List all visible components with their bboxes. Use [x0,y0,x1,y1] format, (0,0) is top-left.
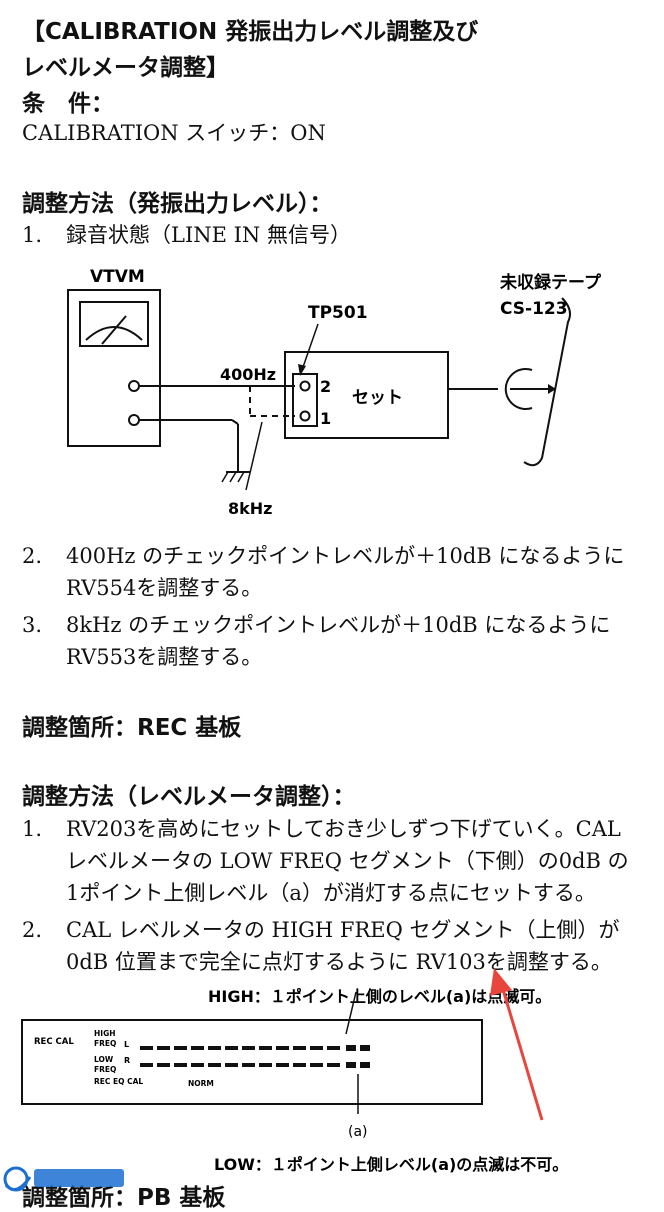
rec-cal-label: REC CAL [34,1037,74,1047]
tape-icon [523,297,571,467]
method2-step-1-line-2: レベルメータの LOW FREQ セグメント（下側）の0dB の [66,849,629,873]
vtvm-connection-diagram: VTVM 400Hz 8kHz TP501 2 1 セット [67,267,602,518]
label-8khz: 8kHz [228,499,272,518]
step-text-line-1: 8kHz のチェックポイントレベルが＋10dB になるように [66,613,611,637]
meter-needle [101,315,127,345]
method1-heading: 調整方法（発振出力レベル）： [22,191,333,217]
meter-segment [242,1063,255,1067]
meter-segment [191,1063,204,1067]
channel-r-label: R [124,1056,130,1065]
method2-step-2: 2. CAL レベルメータの HIGH FREQ セグメント（上側）が [22,914,620,944]
step-number: 2. [22,544,43,568]
label-400hz: 400Hz [220,365,276,384]
meter-segment-peak [346,1062,356,1068]
tape-label-line-2: CS-123 [500,299,568,319]
meter-segment [140,1046,153,1050]
arrow-head [490,968,512,996]
level-meter-diagram: HIGH：１ポイント上側のレベル(a)は点滅可。 REC CAL HIGH FR… [21,987,568,1174]
step-text-line-1: CAL レベルメータの HIGH FREQ セグメント（上側）が [66,918,620,942]
meter-segment [157,1063,170,1067]
meter-segment [259,1063,272,1067]
method2-step-1: 1. RV203を高めにセットしておき少しずつ下げていく。CAL [22,813,621,843]
test-point-block [292,373,318,427]
method1-step-2-line-2: RV554を調整する。 [66,576,263,600]
tape-head-icon [504,368,533,410]
meter-segment-peak [360,1045,370,1051]
step-text-line-1: 400Hz のチェックポイントレベルが＋10dB になるように [66,544,625,568]
vtvm-terminal-bottom [128,414,140,426]
step-number: 1. [22,223,43,247]
meter-segment [208,1046,221,1050]
rec-eq-cal-label: REC EQ CAL [94,1077,143,1086]
meter-segment [276,1046,289,1050]
arrow-line [500,985,544,1121]
high-note: HIGH：１ポイント上側のレベル(a)は点滅可。 [208,987,551,1006]
high-label: HIGH [94,1029,116,1038]
method2-heading: 調整方法（レベルメータ調整）： [22,784,356,810]
step-number: 2. [22,918,43,942]
meter-segment [174,1046,187,1050]
meter-segment [225,1063,238,1067]
location1-text: 調整箇所：REC 基板 [22,715,242,741]
vtvm-label: VTVM [90,267,145,287]
meter-segment [259,1046,272,1050]
method1-step-3: 3. 8kHz のチェックポイントレベルが＋10dB になるように [22,609,610,639]
vtvm-meter-box [67,289,161,447]
meter-dial [79,301,149,347]
step-number: 3. [22,613,43,637]
vtvm-terminal-top [128,380,140,392]
meter-segment [191,1046,204,1050]
method1-step-2: 2. 400Hz のチェックポイントレベルが＋10dB になるように [22,540,624,570]
test-point-1 [299,410,311,422]
method1-step-1: 1. 録音状態（LINE IN 無信号） [22,219,351,249]
freq-label-top: FREQ [94,1039,116,1048]
meter-segment [293,1046,306,1050]
meter-segment [242,1046,255,1050]
tp501-label: TP501 [308,303,368,323]
method2-step-2-line-2: 0dB 位置まで完全に点灯するように RV103を調整する。 [66,950,612,974]
tape-label-line-1: 未収録テープ [499,272,602,293]
method2-step-1-line-3: 1ポイント上側レベル（a）が消灯する点にセットする。 [66,881,596,905]
meter-segment [225,1046,238,1050]
channel-l-label: L [124,1040,129,1049]
pin-2-label: 2 [320,377,331,396]
title-line-2: レベルメータ調整】 [22,55,229,81]
meter-segment [310,1046,323,1050]
a-label: (a) [348,1124,368,1140]
set-unit-box [284,351,449,439]
conditions-label: 条 件： [22,91,114,117]
meter-segment [208,1063,221,1067]
meter-segment [293,1063,306,1067]
meter-panel [21,1019,483,1105]
method1-step-3-line-2: RV553を調整する。 [66,645,263,669]
step-text-line-1: RV203を高めにセットしておき少しずつ下げていく。CAL [66,817,621,841]
meter-segment [140,1063,153,1067]
test-point-2 [299,380,311,392]
step-text: 録音状態（LINE IN 無信号） [66,223,351,247]
meter-scale-arc [85,326,143,341]
pin-1-label: 1 [320,409,331,428]
meter-segment [276,1063,289,1067]
step-number: 1. [22,817,43,841]
high-freq-segments [140,1045,370,1051]
low-label: LOW [94,1055,114,1064]
meter-segment [327,1046,340,1050]
title-line-1: 【CALIBRATION 発振出力レベル調整及び [22,19,479,45]
meter-segment [327,1063,340,1067]
low-freq-segments [140,1062,370,1068]
meter-segment-peak [346,1045,356,1051]
high-a-pointer [345,991,357,1035]
meter-segment [157,1046,170,1050]
meter-segment-peak [360,1062,370,1068]
norm-label: NORM [188,1079,214,1088]
red-arrow-annotation [490,968,544,1121]
meter-segment [174,1063,187,1067]
freq-label-bottom: FREQ [94,1065,116,1074]
conditions-text: CALIBRATION スイッチ：ON [22,121,326,145]
set-label: セット [352,388,403,408]
meter-segment [310,1063,323,1067]
low-note: LOW：１ポイント上側レベル(a)の点滅は不可。 [214,1155,568,1174]
watermark-logo [3,1166,124,1192]
